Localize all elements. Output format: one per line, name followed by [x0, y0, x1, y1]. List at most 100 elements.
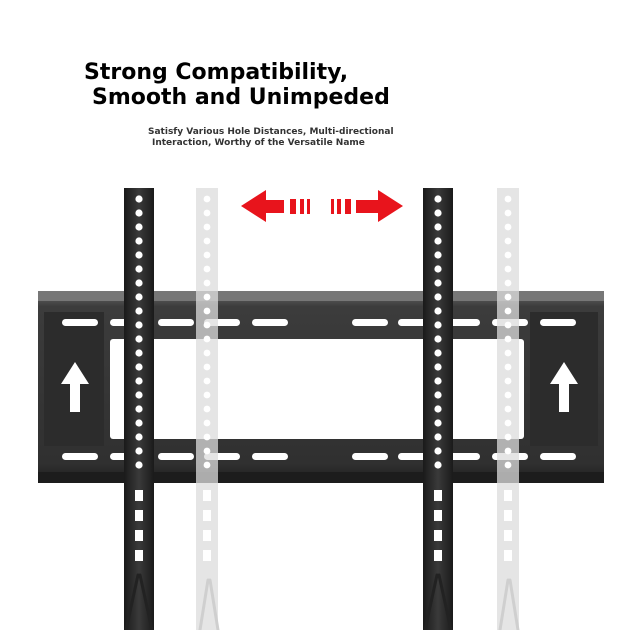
ghost-bracket-hole: [203, 391, 211, 399]
ghost-bracket-hole: [504, 251, 512, 259]
ghost-bracket-hole: [203, 530, 211, 541]
subtitle-line-1: Satisfy Various Hole Distances, Multi-di…: [148, 127, 394, 137]
plate-slot: [540, 319, 576, 326]
ghost-bracket-hole: [504, 363, 512, 371]
subtitle-line-2: Interaction, Worthy of the Versatile Nam…: [152, 138, 365, 148]
ghost-bracket-hole: [504, 419, 512, 427]
bracket-hole: [434, 419, 442, 427]
ghost-bracket-hole: [203, 265, 211, 273]
ghost-bracket-hole: [504, 405, 512, 413]
ghost-bracket-hole: [504, 307, 512, 315]
ghost-bracket-overlays: [196, 291, 519, 483]
ghost-bracket-hole: [203, 419, 211, 427]
bracket-hole: [434, 349, 442, 357]
ghost-bracket-hole: [504, 510, 512, 521]
bracket-hole: [434, 293, 442, 301]
bracket-hole: [434, 391, 442, 399]
ghost-bracket-hole: [203, 405, 211, 413]
plate-slot: [352, 453, 388, 460]
ghost-bracket-hole: [203, 321, 211, 329]
ghost-bracket-hole: [504, 237, 512, 245]
ghost-bracket-hole: [504, 391, 512, 399]
ghost-bracket-hole: [504, 279, 512, 287]
ghost-bracket-hole: [203, 279, 211, 287]
ghost-bracket-hole: [203, 433, 211, 441]
bracket-hole: [434, 265, 442, 273]
bracket-hole: [135, 195, 143, 203]
ghost-bracket-hole: [504, 195, 512, 203]
plate-slot: [252, 453, 288, 460]
ghost-bracket-hole: [504, 209, 512, 217]
ghost-bracket-hole: [504, 490, 512, 501]
bracket-hole: [135, 251, 143, 259]
bracket-hole: [135, 349, 143, 357]
subtitle: Satisfy Various Hole Distances, Multi-di…: [148, 127, 394, 149]
bracket-hole: [135, 490, 143, 501]
bracket-hole: [135, 433, 143, 441]
bracket-hole: [135, 405, 143, 413]
bracket-hole: [135, 377, 143, 385]
bracket-hole: [434, 237, 442, 245]
up-arrow-icon: [61, 362, 89, 412]
dark-bracket-right: [423, 188, 453, 630]
bracket-hole: [135, 209, 143, 217]
bracket-hole: [135, 419, 143, 427]
ghost-bracket-hole: [203, 550, 211, 561]
ghost-bracket-hole: [504, 223, 512, 231]
ghost-bracket-hole: [203, 251, 211, 259]
bracket-hole: [135, 530, 143, 541]
ghost-bracket-hole: [203, 237, 211, 245]
double-arrow-red-icon: [241, 190, 403, 222]
plate-slot: [252, 319, 288, 326]
ghost-bracket-hole: [203, 293, 211, 301]
bracket-hole: [434, 377, 442, 385]
ghost-bracket-hole: [504, 550, 512, 561]
bracket-hole: [135, 335, 143, 343]
dark-bracket-left: [124, 188, 154, 630]
bracket-hole: [135, 279, 143, 287]
bracket-hole: [434, 307, 442, 315]
bracket-hole: [135, 391, 143, 399]
bracket-hole: [434, 461, 442, 469]
ghost-bracket-hole: [504, 335, 512, 343]
headline: Strong Compatibility, Smooth and Unimped…: [84, 60, 390, 110]
bracket-hole: [135, 461, 143, 469]
bracket-hole: [135, 223, 143, 231]
ghost-bracket-hole: [203, 510, 211, 521]
bracket-hole: [135, 307, 143, 315]
ghost-bracket-hole: [203, 335, 211, 343]
ghost-bracket-hole: [203, 223, 211, 231]
plate-slot: [62, 319, 98, 326]
ghost-bracket-hole: [203, 307, 211, 315]
ghost-bracket-hole: [203, 447, 211, 455]
ghost-bracket-hole: [504, 321, 512, 329]
plate-slot: [540, 453, 576, 460]
plate-slot: [158, 319, 194, 326]
bracket-hole: [434, 510, 442, 521]
bracket-hole: [434, 321, 442, 329]
plate-slot: [352, 319, 388, 326]
bracket-hole: [434, 530, 442, 541]
ghost-bracket-hole: [203, 461, 211, 469]
bracket-hole: [434, 490, 442, 501]
bracket-hole: [135, 363, 143, 371]
bracket-hole: [434, 279, 442, 287]
bracket-hole: [434, 447, 442, 455]
ghost-bracket-hole: [504, 461, 512, 469]
bracket-hole: [135, 321, 143, 329]
bracket-hole: [434, 363, 442, 371]
ghost-bracket-hole: [203, 209, 211, 217]
safety-cords: [124, 573, 520, 630]
ghost-bracket-hole: [504, 377, 512, 385]
headline-line-2: Smooth and Unimpeded: [92, 85, 390, 110]
bracket-hole: [434, 550, 442, 561]
ghost-bracket-hole: [203, 490, 211, 501]
bracket-hole: [434, 195, 442, 203]
bracket-hole: [434, 335, 442, 343]
bracket-hole: [434, 405, 442, 413]
headline-line-1: Strong Compatibility,: [84, 60, 349, 85]
ghost-bracket-hole: [203, 195, 211, 203]
bracket-hole: [135, 237, 143, 245]
ghost-bracket-hole: [504, 349, 512, 357]
